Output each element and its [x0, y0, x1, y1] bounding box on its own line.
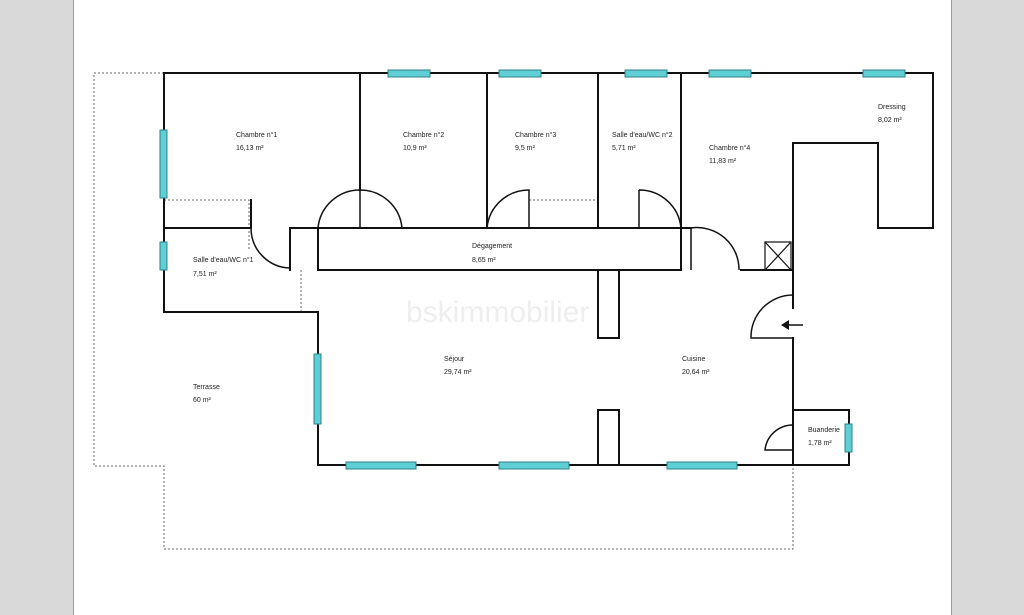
room-label: Terrasse [193, 384, 220, 391]
window [666, 461, 738, 470]
room-label: Dégagement [472, 243, 512, 250]
door-salle-eau1 [250, 227, 291, 269]
door-chambre3 [486, 189, 530, 229]
room-area: 29,74 m² [444, 369, 472, 376]
window [387, 69, 431, 78]
room-area: 60 m² [193, 397, 212, 404]
arrow-left-icon [781, 320, 803, 330]
terrace-outline [93, 72, 794, 550]
room-label: Chambre n°1 [236, 131, 277, 139]
entrance-door [750, 294, 794, 339]
window [498, 461, 570, 470]
room-area: 16,13 m² [236, 145, 264, 152]
window [498, 69, 542, 78]
room-area: 10,9 m² [403, 145, 427, 152]
window [844, 423, 853, 453]
room-area: 7,51 m² [193, 271, 217, 278]
exterior-wall-south [317, 311, 794, 466]
door-chambre2-left [317, 189, 361, 229]
window [345, 461, 417, 470]
room-area: 20,64 m² [682, 369, 710, 376]
room-area: 8,65 m² [472, 257, 496, 264]
kitchen-divider-bottom [597, 409, 620, 466]
room-label: Chambre n°3 [515, 131, 556, 139]
room-label: Buanderie [808, 427, 840, 434]
door-chambre2-right [359, 189, 403, 229]
window [708, 69, 752, 78]
window [624, 69, 668, 78]
terrace-partition [164, 199, 250, 250]
room-area: 5,71 m² [612, 145, 636, 152]
room-label: Salle d'eau/WC n°1 [193, 256, 254, 264]
door-chambre4 [690, 226, 740, 271]
floor-plan: bskimmobilier [93, 69, 934, 550]
room-label: Séjour [444, 356, 465, 363]
ventilation-cross [764, 241, 792, 271]
ventilation-shaft [764, 241, 792, 271]
exterior-wall [163, 72, 934, 309]
window [862, 69, 906, 78]
room-label: Cuisine [682, 356, 705, 363]
exterior-wall-east [792, 337, 850, 466]
room-area: 8,02 m² [878, 117, 902, 124]
room-area: 9,5 m² [515, 145, 536, 152]
document-page: bskimmobilier [73, 0, 952, 615]
window [159, 129, 168, 199]
room-area: 11,83 m² [709, 158, 737, 165]
room-label: Chambre n°2 [403, 131, 444, 139]
room-label: Dressing [878, 104, 906, 111]
window [159, 241, 168, 271]
watermark: bskimmobilier [406, 296, 589, 329]
room-area: 1,78 m² [808, 440, 832, 447]
door-buanderie [764, 424, 794, 451]
exterior-wall-west [163, 72, 319, 313]
kitchen-divider-top [597, 269, 620, 339]
room-label: Salle d'eau/WC n°2 [612, 131, 673, 139]
door-salle-eau2 [638, 189, 682, 229]
window [313, 353, 322, 425]
room-label: Chambre n°4 [709, 144, 750, 152]
